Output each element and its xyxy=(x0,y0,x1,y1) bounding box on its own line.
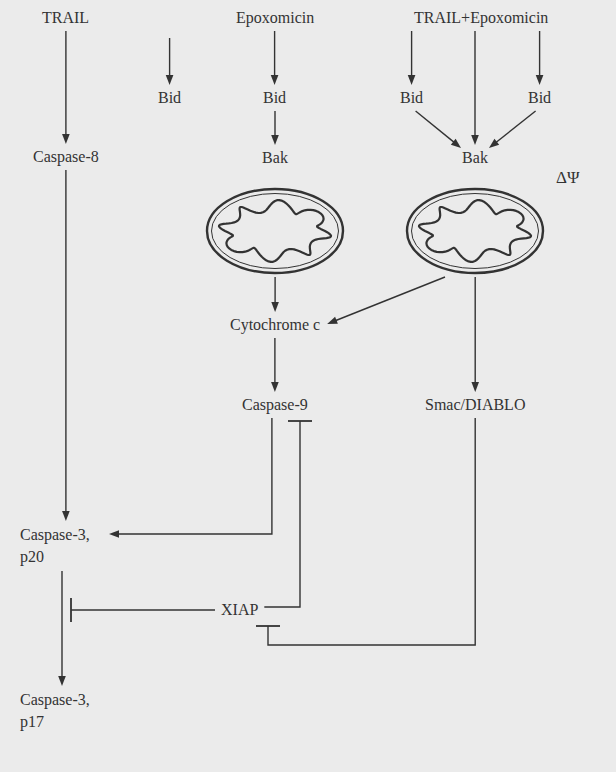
activation-arrow xyxy=(471,277,479,392)
inner-membrane xyxy=(412,194,539,269)
pathway-node: Bid xyxy=(260,87,289,109)
mitochondrion-node: Bak xyxy=(400,147,550,275)
cristae xyxy=(219,200,331,262)
connector-line xyxy=(264,421,300,607)
connector-line xyxy=(61,571,62,678)
activation-arrow xyxy=(489,111,536,148)
connector-line xyxy=(416,111,455,143)
pathway-node: Epoxomicin xyxy=(233,7,317,29)
outer-membrane xyxy=(407,189,543,273)
node-label: Smac/DIABLO xyxy=(422,394,528,416)
mitochondrion-outline xyxy=(205,187,345,275)
node-label: XIAP xyxy=(218,599,261,621)
activation-arrow xyxy=(58,571,66,686)
connector-line xyxy=(268,418,475,645)
connector-line xyxy=(65,31,66,136)
connector-line xyxy=(274,111,275,137)
activation-arrow xyxy=(271,277,279,312)
node-label: Bid xyxy=(155,87,184,109)
node-label: Bid xyxy=(525,87,554,109)
node-label: TRAIL xyxy=(39,7,92,29)
pathway-node: Caspase-3, p20 xyxy=(20,523,104,569)
pathway-node: TRAIL+Epoxomicin xyxy=(411,7,551,29)
activation-arrow xyxy=(62,170,70,521)
pathway-node: Bid xyxy=(525,87,554,109)
connector-line xyxy=(411,31,412,77)
node-label: Caspase-9 xyxy=(239,394,311,416)
connector-line xyxy=(495,111,535,143)
activation-arrow xyxy=(271,31,279,85)
connector-line xyxy=(474,31,475,137)
node-label: Bid xyxy=(397,87,426,109)
pathway-node: Smac/DIABLO xyxy=(422,394,528,416)
mitochondrion-outline xyxy=(405,187,545,275)
activation-arrow xyxy=(271,338,279,392)
activation-arrow xyxy=(271,111,279,145)
node-label: Caspase-3, p17 xyxy=(20,688,104,734)
node-label: Bid xyxy=(260,87,289,109)
cristae xyxy=(419,200,531,262)
activation-arrow xyxy=(416,111,461,148)
pathway-node: Bid xyxy=(155,87,184,109)
input-arrow xyxy=(166,38,174,85)
activation-arrow xyxy=(327,277,445,324)
connector-line xyxy=(475,277,476,384)
pathway-node: Caspase-9 xyxy=(239,394,311,416)
node-label: Cytochrome c xyxy=(227,314,323,336)
arrowhead xyxy=(489,139,499,148)
node-label: TRAIL+Epoxomicin xyxy=(411,7,551,29)
activation-arrow xyxy=(408,31,416,85)
connector-line xyxy=(335,277,445,321)
potential-symbol: ΔΨ xyxy=(556,168,579,188)
connector-line xyxy=(169,38,170,77)
mitochondrion-node: Bak xyxy=(200,147,350,275)
pathway-node: Cytochrome c xyxy=(227,314,323,336)
protein-label: Bak xyxy=(400,147,550,169)
pathway-node: Caspase-3, p17 xyxy=(20,688,104,734)
connector-line xyxy=(274,31,275,77)
pathway-node: TRAIL xyxy=(39,7,92,29)
activation-arrow xyxy=(62,31,70,144)
activation-arrow xyxy=(536,31,544,85)
pathway-node: Bid xyxy=(397,87,426,109)
connector-line xyxy=(117,418,272,534)
connector-line xyxy=(65,170,66,513)
node-label: Epoxomicin xyxy=(233,7,317,29)
connector-line xyxy=(71,609,215,610)
outer-membrane xyxy=(207,189,343,273)
inner-membrane xyxy=(212,194,339,269)
connector-line xyxy=(274,338,275,384)
inhibition-connector xyxy=(256,418,475,645)
connector-line xyxy=(274,277,275,304)
inhibition-connector xyxy=(264,421,312,607)
inhibition-line xyxy=(71,598,215,622)
protein-label: Bak xyxy=(200,147,350,169)
pathway-node: Caspase-8 xyxy=(30,146,102,168)
node-label: Caspase-8 xyxy=(30,146,102,168)
connector-line xyxy=(539,31,540,77)
activation-arrow xyxy=(109,418,272,538)
pathway-node: XIAP xyxy=(218,599,261,621)
node-label: Caspase-3, p20 xyxy=(20,523,104,569)
activation-arrow xyxy=(471,31,479,145)
